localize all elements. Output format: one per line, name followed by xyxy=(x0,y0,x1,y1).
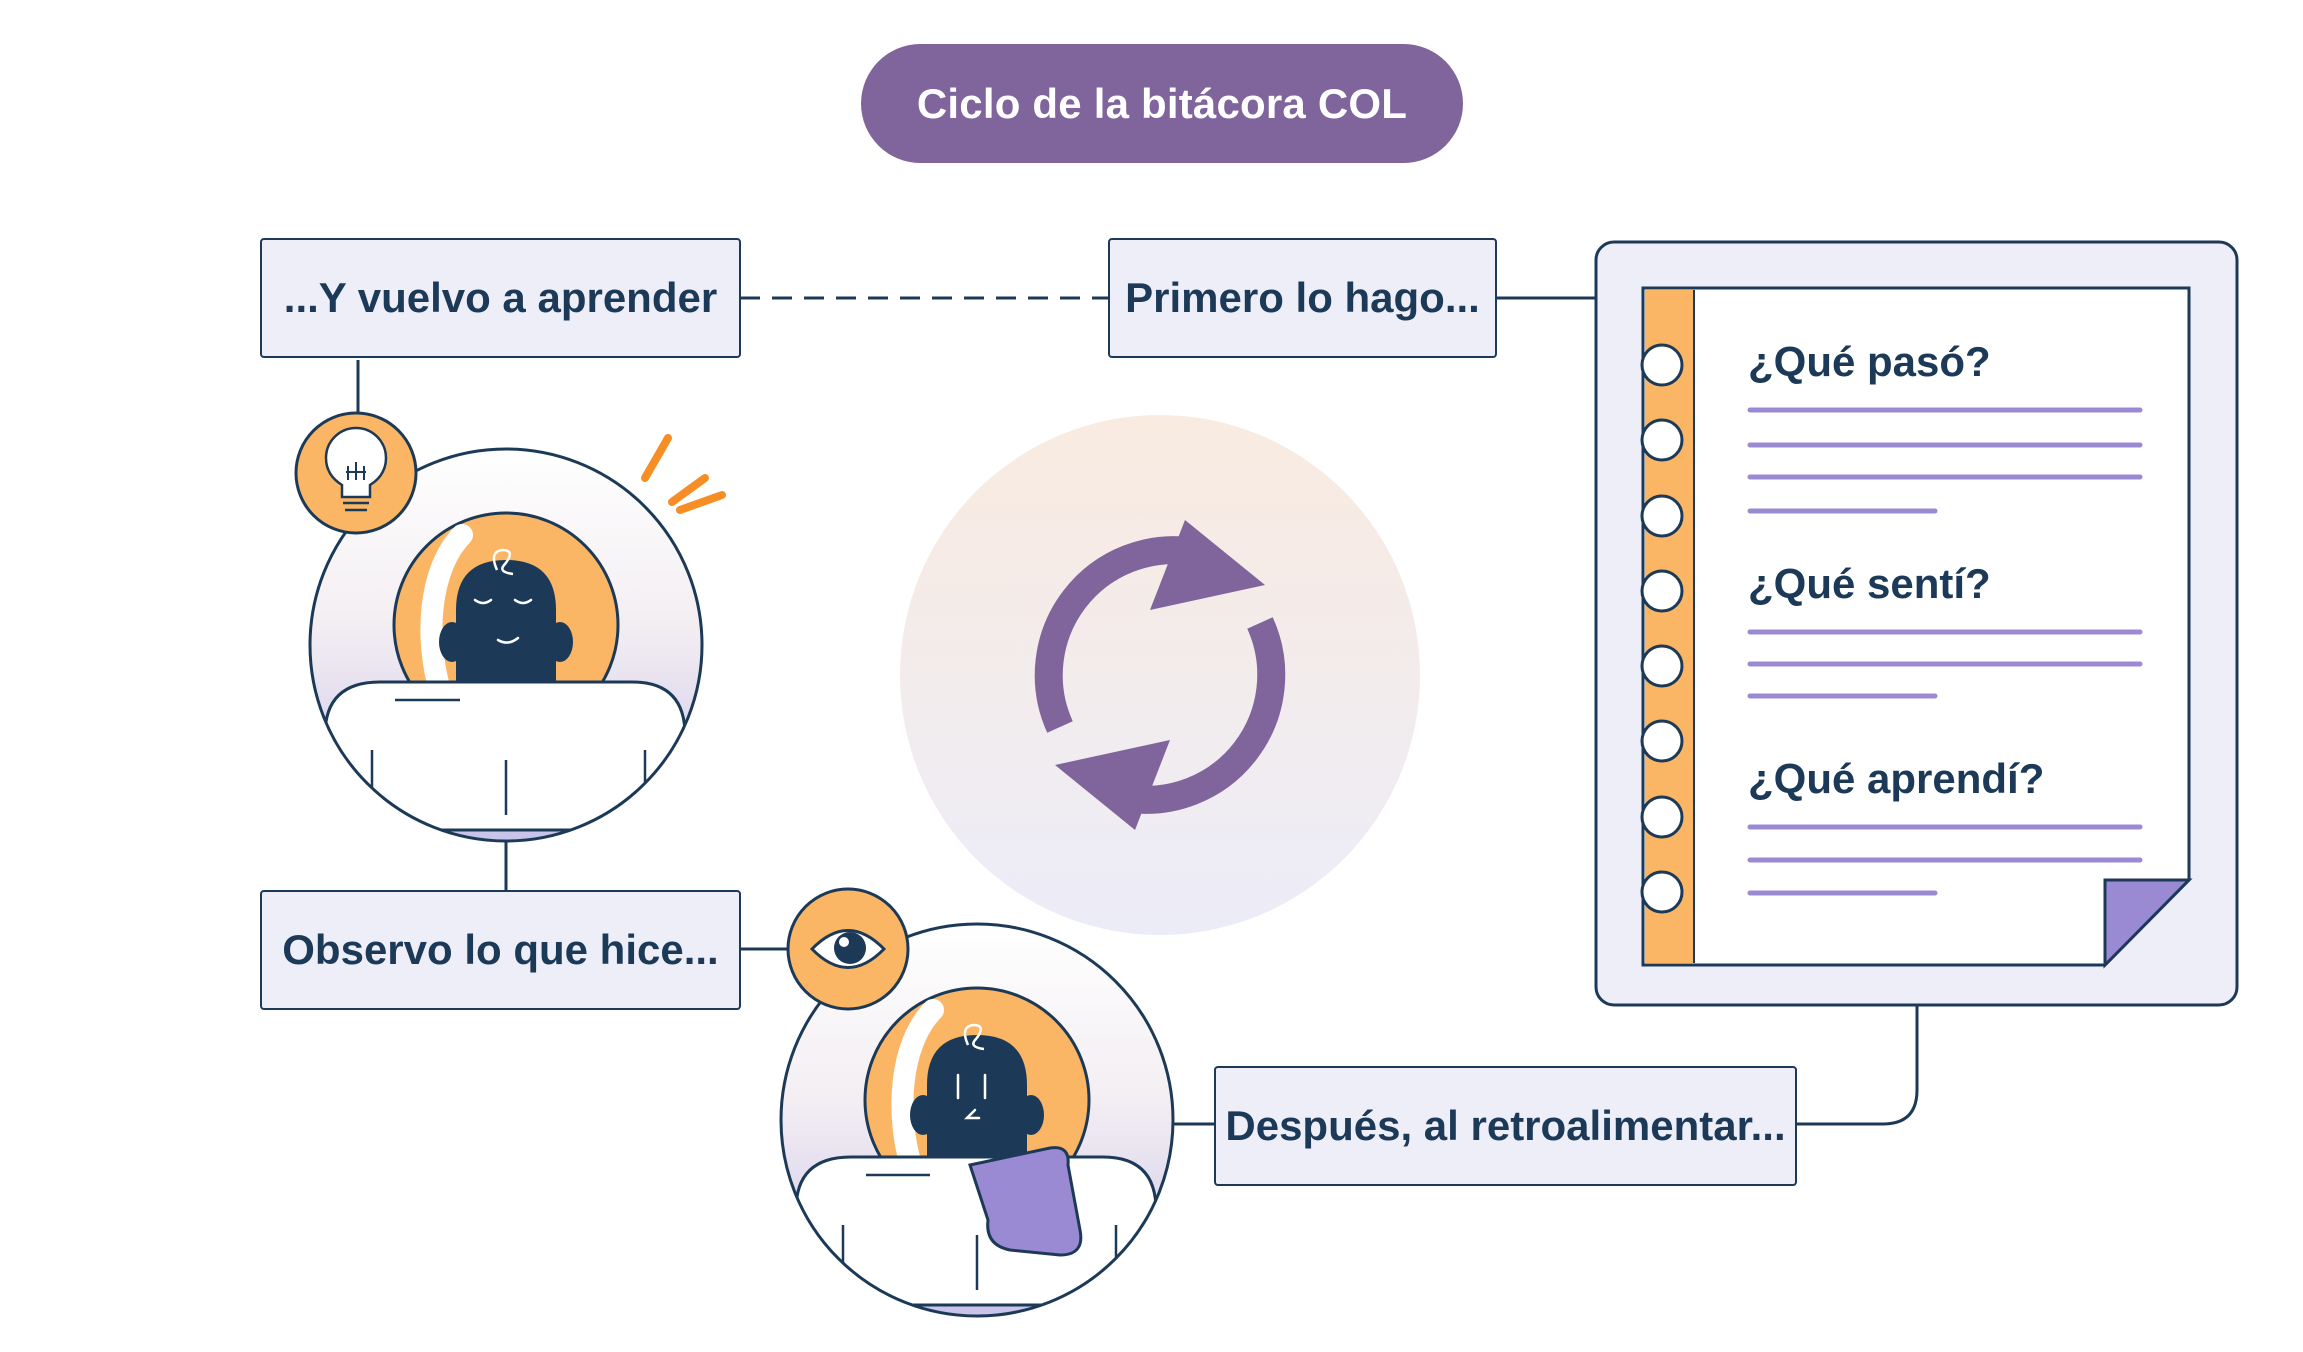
step-first-do: Primero lo hago... xyxy=(1108,238,1497,358)
journal-page-fold xyxy=(2103,878,2193,969)
diagram-title: Ciclo de la bitácora COL xyxy=(861,44,1463,163)
avatar-idea xyxy=(294,411,726,843)
journal-lines xyxy=(1747,407,2143,896)
step-observe: Observo lo que hice... xyxy=(260,890,741,1010)
connectors xyxy=(356,296,1919,1126)
journal-spine xyxy=(1645,290,1694,963)
journal-question-what-learned: ¿Qué aprendí? xyxy=(1748,755,2045,802)
journal-page xyxy=(1641,286,2191,967)
step-feedback: Después, al retroalimentar... xyxy=(1214,1066,1797,1186)
avatar-thinking xyxy=(779,887,1175,1318)
journal-illustration xyxy=(1594,240,2239,1007)
lightbulb-icon xyxy=(294,411,418,535)
refresh-cycle-icon xyxy=(1034,520,1286,830)
connector-journal-to-feedback xyxy=(1795,1005,1919,1126)
excitement-lines xyxy=(641,434,726,514)
journal-question-what-happened: ¿Qué pasó? xyxy=(1748,338,1991,385)
journal-question-what-felt: ¿Qué sentí? xyxy=(1748,560,1991,607)
cycle-background xyxy=(900,415,1420,935)
eye-icon xyxy=(786,887,910,1011)
step-learn-again: ...Y vuelvo a aprender xyxy=(260,238,741,358)
journal-rings xyxy=(1640,343,1684,914)
cycle-center xyxy=(900,415,1420,935)
